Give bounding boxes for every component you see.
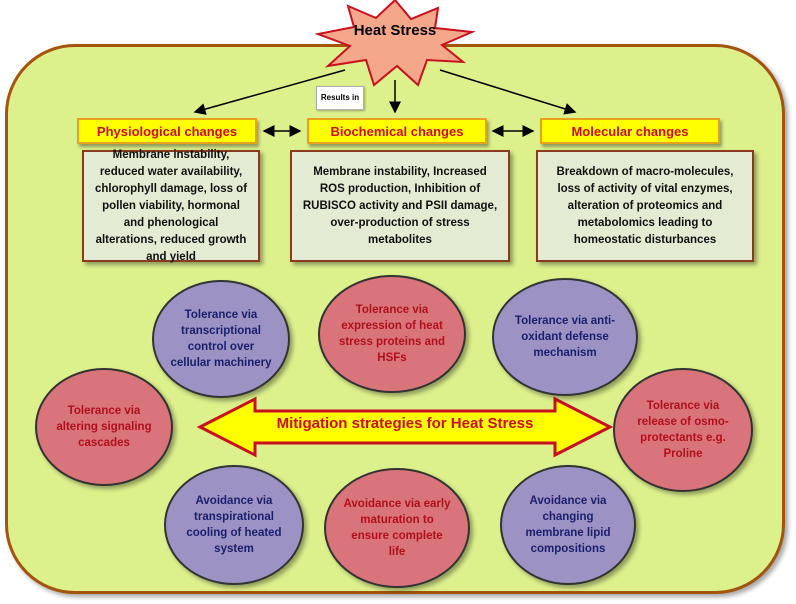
results-in-label: Results in [316,86,364,110]
molecular-header: Molecular changes [540,118,720,144]
starburst-shape [314,0,476,87]
strategy-signaling: Tolerance via altering signaling cascade… [35,368,173,486]
strategy-membrane-lipid: Avoidance via changing membrane lipid co… [500,465,636,585]
strategy-osmoprotectants: Tolerance via release of osmo-protectant… [613,368,753,492]
mitigation-double-arrow [196,396,614,458]
mitigation-label: Mitigation strategies for Heat Stress [276,415,534,432]
biochemical-header: Biochemical changes [307,118,487,144]
biochemical-box: Membrane instability, Increased ROS prod… [290,150,510,262]
physiological-box: Membrane instability, reduced water avai… [82,149,260,263]
molecular-box: Breakdown of macro-molecules, loss of ac… [536,150,754,262]
strategy-transpirational: Avoidance via transpirational cooling of… [164,465,304,585]
arrow-to-molecular [439,69,577,115]
strategy-antioxidant: Tolerance via anti-oxidant defense mecha… [492,278,638,396]
physiological-header: Physiological changes [77,118,257,144]
strategy-early-maturation: Avoidance via early maturation to ensure… [324,468,470,588]
strategy-heat-shock-proteins: Tolerance via expression of heat stress … [318,275,466,393]
arrow-to-physiological [193,69,346,115]
heat-stress-title: Heat Stress [353,22,437,39]
strategy-transcriptional: Tolerance via transcriptional control ov… [152,280,290,398]
